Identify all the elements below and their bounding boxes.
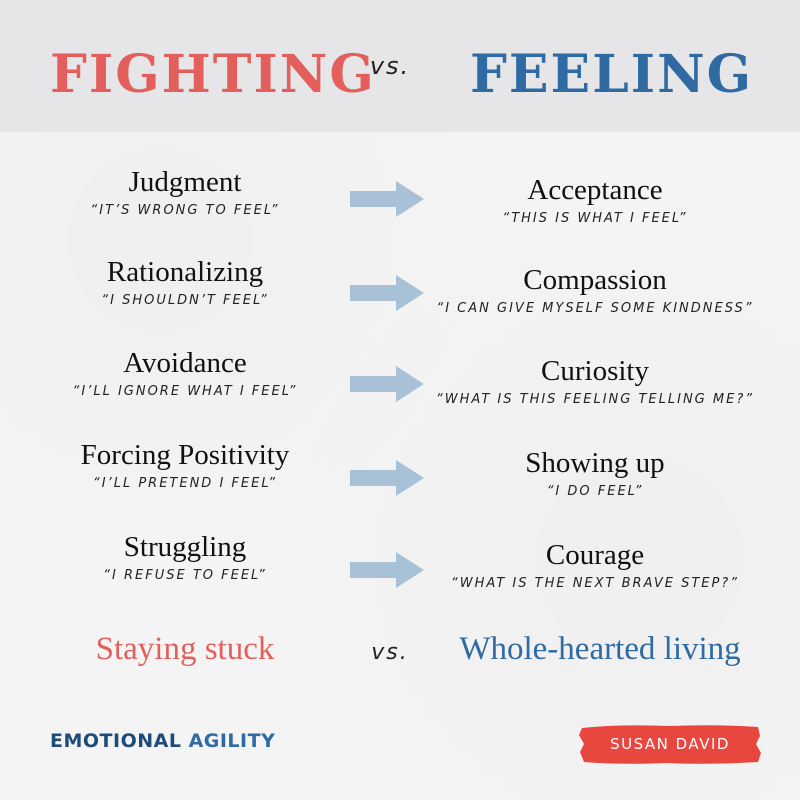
header-vs: vs. [369, 52, 411, 80]
feeling-term: Courage [545, 539, 645, 571]
summary-vs: vs. [371, 640, 409, 665]
fighting-term: Avoidance [123, 347, 247, 379]
fighting-quote: “I refuse to feel” [103, 568, 267, 583]
fighting-quote: “I’ll pretend I feel” [93, 476, 277, 491]
brand-logo: EMOTIONAL AGILITY [50, 730, 275, 752]
feeling-term: Acceptance [527, 174, 663, 206]
feeling-quote: “What is the next brave step?” [451, 576, 739, 591]
comparison-row: Rationalizing “I shouldn’t feel” Compass… [0, 255, 800, 345]
feeling-item: Courage “What is the next brave step?” [430, 538, 760, 594]
feeling-item: Curiosity “What is this feeling telling … [430, 354, 760, 410]
right-arrow-icon [350, 275, 424, 311]
author-badge: SUSAN DAVID [578, 722, 762, 766]
fighting-item: Rationalizing “I shouldn’t feel” [30, 255, 340, 311]
comparison-row: Struggling “I refuse to feel” Courage “W… [0, 530, 800, 620]
comparison-row: Forcing Positivity “I’ll pretend I feel”… [0, 438, 800, 528]
feeling-quote: “This is what I feel” [502, 211, 688, 226]
brush-stroke-icon [579, 725, 761, 764]
summary-stuck: Staying stuck [95, 631, 275, 667]
summary-living: Whole-hearted living [459, 631, 741, 667]
fighting-term: Rationalizing [106, 256, 264, 288]
header-band [0, 0, 800, 132]
feeling-item: Showing up “I do feel” [430, 446, 760, 502]
fighting-term: Judgment [128, 166, 242, 198]
feeling-term: Showing up [525, 447, 665, 479]
right-arrow-icon [350, 460, 424, 496]
feeling-quote: “I do feel” [546, 484, 644, 499]
feeling-quote: “I can give myself some kindness” [436, 301, 754, 316]
fighting-quote: “I’ll ignore what I feel” [72, 384, 298, 399]
feeling-quote: “What is this feeling telling me?” [436, 392, 754, 407]
right-arrow-icon [350, 181, 424, 217]
right-arrow-icon [350, 366, 424, 402]
feeling-item: Acceptance “This is what I feel” [430, 173, 760, 229]
fighting-quote: “I shouldn’t feel” [101, 293, 269, 308]
feeling-term: Curiosity [541, 355, 649, 387]
right-arrow-icon [350, 552, 424, 588]
brand-part-agility: AGILITY [188, 730, 276, 752]
fighting-item: Struggling “I refuse to feel” [30, 530, 340, 586]
fighting-quote: “It’s wrong to feel” [90, 203, 280, 218]
fighting-term: Forcing Positivity [80, 439, 290, 471]
author-name: SUSAN DAVID [610, 735, 730, 753]
fighting-term: Struggling [123, 531, 247, 563]
fighting-title: FIGHTING [50, 44, 376, 105]
fighting-item: Judgment “It’s wrong to feel” [30, 165, 340, 221]
feeling-item: Compassion “I can give myself some kindn… [430, 263, 760, 319]
fighting-item: Forcing Positivity “I’ll pretend I feel” [30, 438, 340, 494]
brand-part-emotional: EMOTIONAL [50, 730, 189, 752]
feeling-term: Compassion [523, 264, 667, 296]
fighting-item: Avoidance “I’ll ignore what I feel” [30, 346, 340, 402]
comparison-row: Judgment “It’s wrong to feel” Acceptance… [0, 165, 800, 255]
feeling-title: FEELING [470, 44, 754, 105]
comparison-row: Avoidance “I’ll ignore what I feel” Curi… [0, 346, 800, 436]
